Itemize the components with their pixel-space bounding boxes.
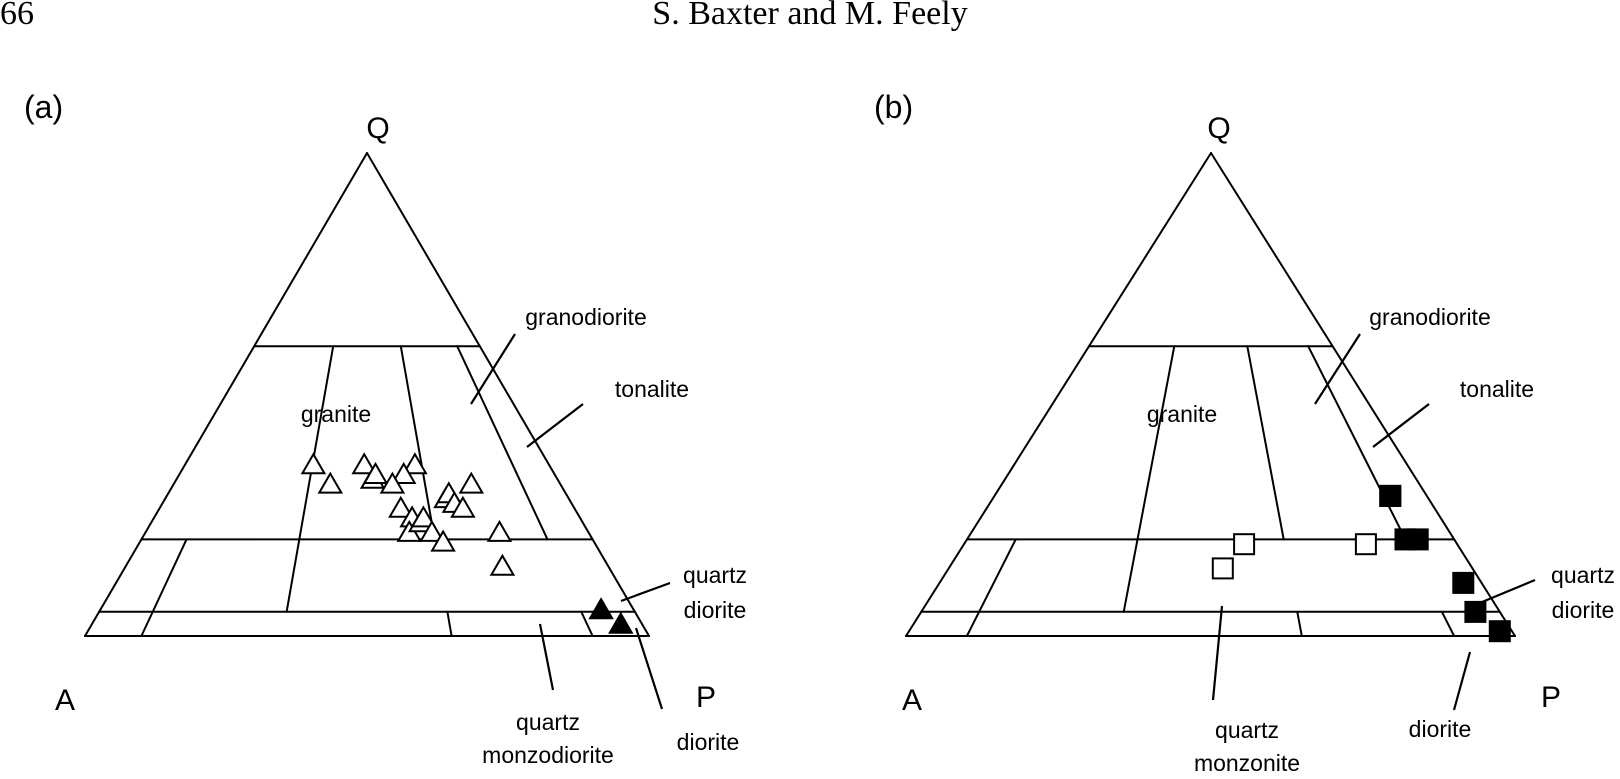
open-triangle-marker xyxy=(390,461,417,484)
leader-diorite xyxy=(634,627,664,710)
leader-granodiorite xyxy=(470,333,516,405)
open-triangle-marker xyxy=(458,471,485,494)
plagioclase-ratio-line xyxy=(285,538,301,613)
open-triangle-marker xyxy=(317,471,344,494)
field-label-quartz-monzonite-line2: monzonite xyxy=(1194,750,1300,776)
open-triangle-marker xyxy=(351,452,377,475)
field-label-quartz-diorite-line1: quartz xyxy=(1551,562,1615,588)
open-triangle-marker xyxy=(379,471,406,494)
plagioclase-ratio-line xyxy=(965,538,1017,637)
plagioclase-ratio-line xyxy=(1307,345,1407,541)
open-triangle-marker xyxy=(362,461,389,484)
data-points xyxy=(300,452,634,634)
panel-b: (b) Q A P granodiorite granite tonalite … xyxy=(874,89,1615,776)
field-label-diorite: diorite xyxy=(677,729,740,755)
field-label-granite: granite xyxy=(301,401,371,427)
boundary-qa xyxy=(905,152,1212,637)
filled-square-marker xyxy=(1464,600,1487,623)
filled-square-marker xyxy=(1406,528,1429,551)
leader-diorite xyxy=(1452,651,1472,711)
field-label-tonalite: tonalite xyxy=(1460,376,1534,402)
boundary-qp xyxy=(1210,152,1516,637)
field-label-quartz-diorite-line2: diorite xyxy=(1552,597,1615,623)
field-label-quartz-diorite-line1: quartz xyxy=(683,562,747,588)
running-header-authors: S. Baxter and M. Feely xyxy=(652,0,967,32)
boundary-qa xyxy=(84,152,368,637)
field-label-quartz-monzonite-line1: quartz xyxy=(1215,717,1279,743)
plagioclase-ratio-line xyxy=(1122,538,1139,613)
plagioclase-ratio-line xyxy=(1246,345,1285,541)
plagioclase-ratio-line xyxy=(399,345,436,541)
open-triangle-marker xyxy=(300,452,327,475)
plagioclase-ratio-line xyxy=(1136,345,1176,541)
plagioclase-ratio-line xyxy=(1440,610,1456,637)
plagioclase-ratio-line xyxy=(580,610,594,637)
field-label-granodiorite: granodiorite xyxy=(1369,304,1490,330)
field-label-granite: granite xyxy=(1147,401,1217,427)
apex-label-q: Q xyxy=(366,112,389,145)
filled-square-marker xyxy=(1488,620,1511,643)
filled-triangle-marker xyxy=(608,611,634,634)
data-points xyxy=(1211,484,1511,643)
apex-label-a: A xyxy=(55,684,75,717)
plagioclase-ratio-line xyxy=(1296,610,1303,637)
open-triangle-marker xyxy=(410,505,437,528)
filled-square-marker xyxy=(1379,484,1402,507)
open-triangle-marker xyxy=(419,519,445,542)
open-square-marker xyxy=(1211,557,1234,580)
ternary-frame xyxy=(84,152,650,637)
open-triangle-marker xyxy=(489,553,516,576)
boundary-qp xyxy=(366,152,650,637)
open-triangle-marker xyxy=(388,495,414,518)
plagioclase-ratio-line xyxy=(140,538,188,637)
leader-tonalite xyxy=(1372,403,1430,448)
open-triangle-marker xyxy=(430,529,456,552)
leader-granodiorite xyxy=(1314,333,1361,405)
plagioclase-ratio-line xyxy=(456,345,549,541)
plagioclase-ratio-line xyxy=(298,345,335,541)
ternary-frame xyxy=(905,152,1516,637)
field-label-quartz-monzodiorite-line2: monzodiorite xyxy=(482,742,614,768)
leader-quartz-monzodiorite xyxy=(538,623,555,691)
apex-label-q: Q xyxy=(1207,112,1230,145)
apex-label-p: P xyxy=(696,681,716,714)
leader-quartz-monzonite xyxy=(1211,605,1224,701)
open-square-marker xyxy=(1233,533,1256,556)
open-triangle-marker xyxy=(450,495,476,518)
open-triangle-marker xyxy=(402,452,428,475)
field-label-quartz-monzodiorite-line1: quartz xyxy=(516,709,580,735)
apex-label-a: A xyxy=(902,684,922,717)
open-triangle-marker xyxy=(486,519,513,542)
plagioclase-ratio-line xyxy=(446,610,453,637)
filled-square-marker xyxy=(1452,571,1475,594)
field-label-diorite: diorite xyxy=(1409,716,1472,742)
field-label-quartz-diorite-line2: diorite xyxy=(684,597,747,623)
page-number: 66 xyxy=(0,0,34,32)
panel-label: (b) xyxy=(874,89,913,125)
leader-tonalite xyxy=(526,403,584,448)
filled-triangle-marker xyxy=(588,597,614,620)
field-label-granodiorite: granodiorite xyxy=(525,304,646,330)
panel-a: (a) Q A P granodiorite granite tonalite … xyxy=(24,89,747,768)
panel-label: (a) xyxy=(24,89,63,125)
apex-label-p: P xyxy=(1541,681,1561,714)
leader-quartz-diorite xyxy=(620,581,671,603)
field-label-tonalite: tonalite xyxy=(615,376,689,402)
leader-lines xyxy=(470,333,671,710)
open-square-marker xyxy=(1354,533,1377,556)
